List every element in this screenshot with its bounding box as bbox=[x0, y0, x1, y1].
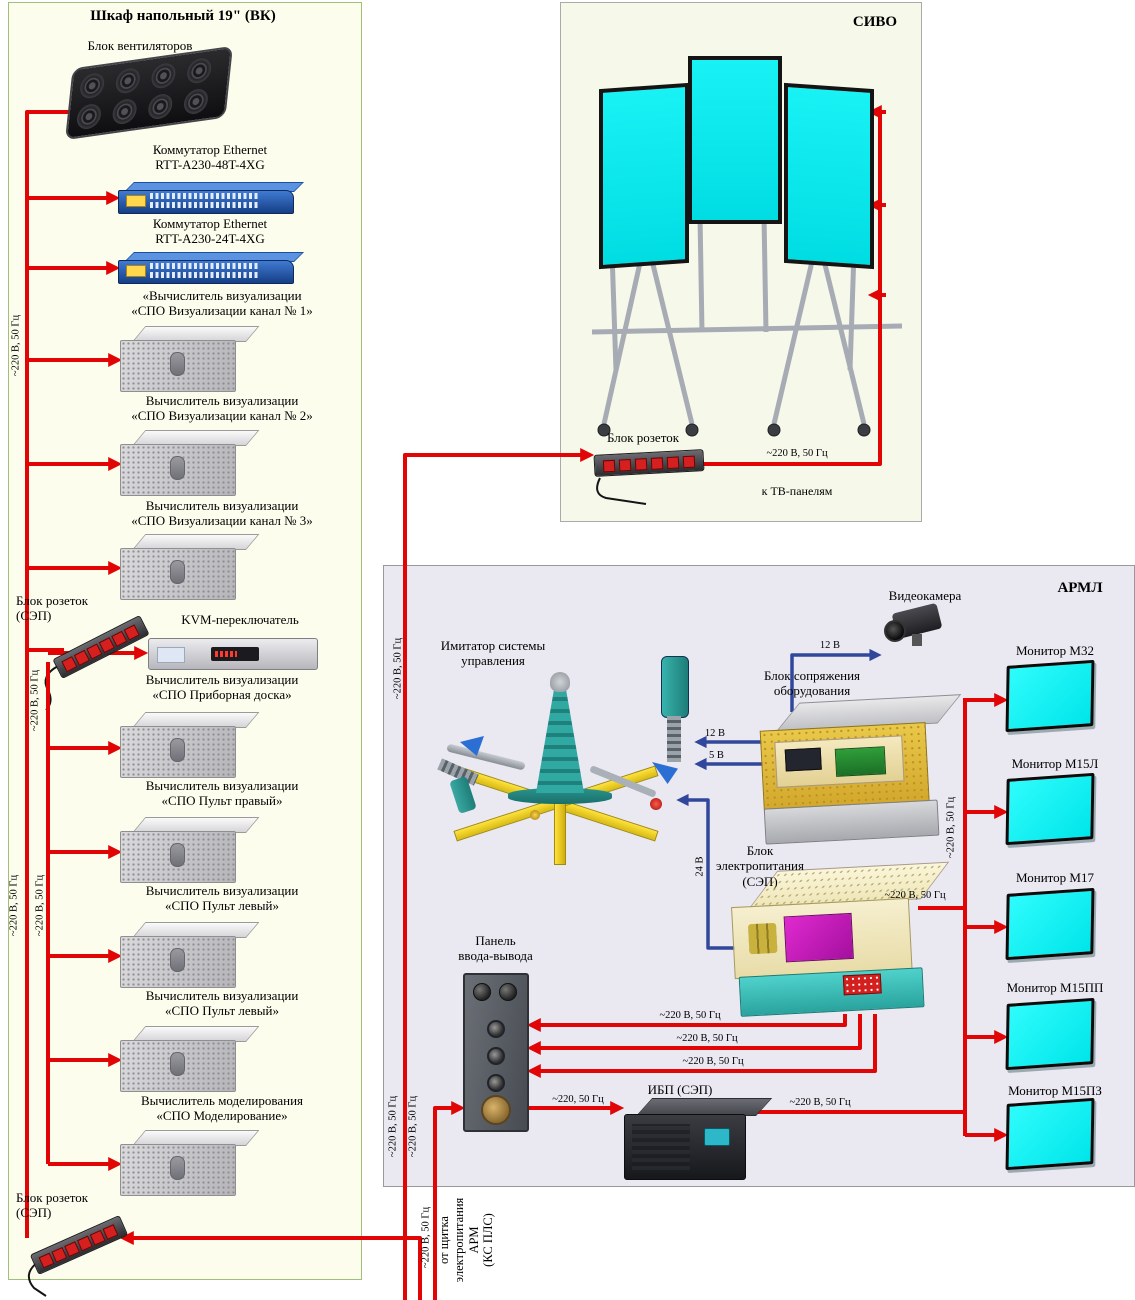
io-panel-image bbox=[463, 973, 529, 1132]
computer-1-label: «Вычислитель визуализации «СПО Визуализа… bbox=[131, 288, 313, 319]
interface-block-label: Блок сопряжения оборудования bbox=[763, 668, 861, 699]
voltage-label: ~220 В, 50 Гц bbox=[34, 874, 46, 937]
5v-label: 5 В bbox=[709, 750, 724, 761]
camera-label: Видеокамера bbox=[888, 588, 962, 603]
computer-6-label: Вычислитель визуализации «СПО Пульт левы… bbox=[145, 883, 299, 914]
tv-panel-right bbox=[784, 82, 874, 270]
ethernet-switch-1-image bbox=[118, 182, 304, 214]
computer-5-label: Вычислитель визуализации «СПО Пульт прав… bbox=[145, 778, 299, 809]
voltage-label: ~220 В, 50 Гц bbox=[407, 1095, 419, 1158]
simulator-label: Имитатор системы управления bbox=[440, 638, 546, 669]
computer-7-label: Вычислитель визуализации «СПО Пульт левы… bbox=[145, 988, 299, 1019]
fan-unit-label: Блок вентиляторов bbox=[87, 38, 193, 53]
cabinet-title: Шкаф напольный 19" (ВК) bbox=[90, 8, 276, 24]
voltage-label: ~220 В, 50 Гц bbox=[10, 314, 22, 377]
voltage-label: ~220 В, 50 Гц bbox=[420, 1206, 432, 1269]
tv-panel-center bbox=[688, 56, 782, 224]
monitor-m15pp-image bbox=[1005, 997, 1095, 1071]
ups-image bbox=[624, 1098, 773, 1182]
voltage-label: ~220 В, 50 Гц bbox=[766, 448, 828, 459]
voltage-label: ~220 В, 50 Гц bbox=[392, 637, 404, 700]
computer-1-image bbox=[120, 326, 260, 392]
power-strip-1-label: Блок розеток (СЭП) bbox=[16, 593, 89, 624]
monitor-m15pz-label: Монитор М15ПЗ bbox=[1008, 1083, 1102, 1098]
mains-source-label: от щитка электропитания АРМ (КС ПЛС) bbox=[437, 1197, 496, 1283]
tv-panel-left bbox=[599, 82, 689, 270]
voltage-label: ~220 В, 50 Гц bbox=[682, 1056, 744, 1067]
kvm-switch-label: KVM-переключатель bbox=[181, 612, 299, 627]
monitor-m15l-image bbox=[1005, 772, 1095, 846]
computer-7-image bbox=[120, 1026, 260, 1092]
ethernet-switch-2-label: Коммутатор Ethernet RTT-A230-24T-4XG bbox=[152, 216, 268, 247]
tv-stand-frame bbox=[591, 215, 903, 425]
power-strip-2-label: Блок розеток (СЭП) bbox=[16, 1190, 89, 1221]
computer-2-image bbox=[120, 430, 260, 496]
psu-block-label: Блок электропитания (СЭП) bbox=[715, 843, 804, 889]
ethernet-switch-1-label: Коммутатор Ethernet RTT-A230-48T-4XG bbox=[152, 142, 268, 173]
computer-3-label: Вычислитель визуализации «СПО Визуализац… bbox=[131, 498, 313, 529]
computer-3-image bbox=[120, 534, 260, 600]
voltage-label: ~220 В, 50 Гц bbox=[29, 669, 41, 732]
computer-4-image bbox=[120, 712, 260, 778]
12v-label: 12 В bbox=[704, 728, 726, 739]
monitor-m15pp-label: Монитор М15ПП bbox=[1006, 980, 1104, 995]
12v-label: 12 В bbox=[819, 640, 841, 651]
arml-title: АРМЛ bbox=[1057, 580, 1103, 596]
io-panel-label: Панель ввода-вывода bbox=[458, 933, 533, 964]
monitor-m32-label: Монитор М32 bbox=[1016, 643, 1094, 658]
ethernet-switch-2-image bbox=[118, 252, 304, 284]
camera-image bbox=[884, 602, 944, 648]
computer-2-label: Вычислитель визуализации «СПО Визуализац… bbox=[131, 393, 313, 424]
control-simulator-image bbox=[437, 656, 748, 883]
voltage-label: ~220, 50 Гц bbox=[552, 1094, 604, 1105]
monitor-m17-image bbox=[1005, 887, 1095, 961]
monitor-m15l-label: Монитор М15Л bbox=[1011, 756, 1099, 771]
interface-block-image bbox=[758, 694, 962, 849]
computer-8-label: Вычислитель моделирования «СПО Моделиров… bbox=[140, 1093, 304, 1124]
voltage-label: ~220 В, 50 Гц bbox=[676, 1033, 738, 1044]
24v-label: 24 В bbox=[694, 856, 706, 877]
computer-8-image bbox=[120, 1130, 260, 1196]
voltage-label: ~220 В, 50 Гц bbox=[8, 874, 20, 937]
voltage-label: ~220 В, 50 Гц bbox=[884, 890, 946, 901]
computer-5-image bbox=[120, 817, 260, 883]
monitor-m17-label: Монитор М17 bbox=[1016, 870, 1094, 885]
monitor-m32-image bbox=[1005, 659, 1095, 733]
computer-4-label: Вычислитель визуализации «СПО Приборная … bbox=[145, 672, 299, 703]
low-voltage-lines bbox=[676, 648, 882, 950]
voltage-label: ~220 В, 50 Гц bbox=[945, 796, 957, 859]
monitor-m15pz-image bbox=[1005, 1097, 1095, 1171]
kvm-switch-image bbox=[148, 638, 318, 670]
voltage-label: ~220 В, 50 Гц bbox=[387, 1095, 399, 1158]
voltage-label: ~220 В, 50 Гц bbox=[789, 1097, 851, 1108]
sivo-title: СИВО bbox=[852, 14, 898, 30]
stand-casters bbox=[597, 423, 871, 437]
voltage-label: ~220 В, 50 Гц bbox=[659, 1010, 721, 1021]
ups-label: ИБП (СЭП) bbox=[647, 1082, 713, 1097]
computer-6-image bbox=[120, 922, 260, 988]
sivo-power-strip-label: Блок розеток bbox=[606, 430, 680, 445]
to-tv-panels-label: к ТВ-панелям bbox=[761, 484, 833, 498]
power-lines-220v bbox=[25, 105, 1009, 1300]
